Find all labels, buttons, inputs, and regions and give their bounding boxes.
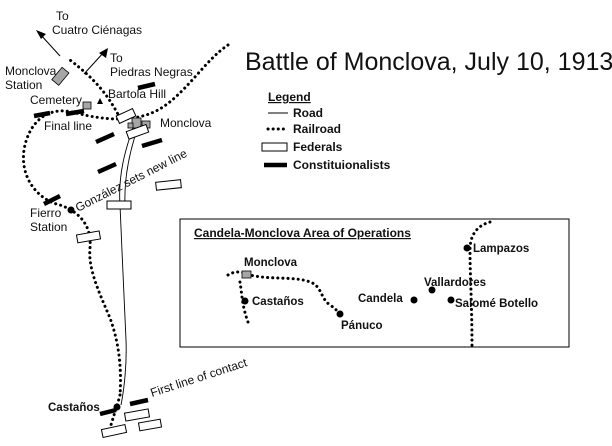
arrow-piedras-negras-line <box>83 51 105 75</box>
cemetery-icon <box>82 101 92 110</box>
federal-position-3 <box>106 200 132 210</box>
inset-vallardores-dot-icon <box>428 286 436 294</box>
label-first-line: First line of contact <box>149 355 250 400</box>
inset-lampazos-dot-icon <box>463 244 471 252</box>
legend-constitutionalists-label: Constituionalists <box>293 158 391 172</box>
legend-heading: Legend <box>268 90 311 104</box>
inset-panuco-label: Pánuco <box>341 320 383 332</box>
label-cemetery: Cemetery <box>30 93 82 107</box>
railroad-branch-castanos <box>106 393 122 438</box>
constitutionalist-line-fierro <box>42 193 62 207</box>
inset-monclova-label: Monclova <box>244 257 298 269</box>
railroad-branch-north <box>68 58 122 120</box>
inset-castanos-label: Castaños <box>252 296 304 308</box>
railroad-west-loop <box>21 43 230 397</box>
label-monclova-station-1: Monclova <box>5 64 57 78</box>
inset-railroad-castanos <box>238 280 250 324</box>
monclova-station-building-icon <box>51 66 70 86</box>
federal-position-1 <box>125 123 150 140</box>
constitutionalist-line-final-1 <box>33 110 51 119</box>
legend-federals-label: Federals <box>293 140 343 154</box>
label-monclova-station-2: Station <box>5 78 42 92</box>
inset-salome-botello-label: Salomé Botello <box>455 298 538 310</box>
constitutionalist-line-final-2 <box>65 108 85 117</box>
constitutionalist-line-north <box>137 81 156 91</box>
federal-position-6 <box>137 418 163 432</box>
inset-title: Candela-Monclova Area of Operations <box>194 226 411 240</box>
inset-monclova-icon <box>241 270 252 279</box>
map-title: Battle of Monclova, July 10, 1913 <box>245 48 612 76</box>
inset-candela-label: Candela <box>358 293 403 305</box>
label-to-cuatro-2: Cuatro Ciénagas <box>52 23 142 37</box>
inset-frame <box>179 218 570 348</box>
inset-area-of-operations: Candela-Monclova Area of Operations Monc… <box>179 218 570 349</box>
arrow-cuatro-cienagas-icon <box>36 30 46 39</box>
constitutionalist-line-castanos <box>99 407 117 417</box>
inset-vallardores-label: Vallardores <box>424 277 486 289</box>
label-to-piedras-2: Piedras Negras <box>110 65 193 79</box>
arrow-cuatro-cienagas-line <box>39 33 61 57</box>
label-bartola-hill: Bartola Hill <box>108 87 166 101</box>
label-fierro-station-1: Fierro <box>30 206 62 220</box>
fierro-station-dot-icon <box>67 206 75 214</box>
inset-castanos-dot-icon <box>241 297 249 305</box>
label-final-line: Final line <box>44 119 92 133</box>
federal-position-5 <box>123 408 151 422</box>
legend-federals-swatch <box>261 142 288 152</box>
federal-position-7 <box>100 423 128 439</box>
inset-salome-botello-dot-icon <box>447 296 455 304</box>
label-to-cuatro-1: To <box>56 9 69 23</box>
inset-railroad-east <box>468 220 492 349</box>
inset-lampazos-label: Lampazos <box>473 243 529 255</box>
federal-position-4 <box>75 230 102 244</box>
label-to-piedras-1: To <box>110 51 123 65</box>
constitutionalist-line-gonzalez <box>97 161 117 175</box>
label-monclova: Monclova <box>160 116 212 130</box>
federal-position-2 <box>155 179 182 191</box>
legend-road-label: Road <box>293 106 323 120</box>
bartola-hill-icon <box>97 98 103 104</box>
arrow-piedras-negras-icon <box>99 48 108 58</box>
label-fierro-station-2: Station <box>30 220 67 234</box>
constitutionalist-line-mid-1 <box>95 131 115 145</box>
legend-railroad-label: Railroad <box>293 122 341 136</box>
inset-candela-dot-icon <box>410 296 418 304</box>
constitutionalist-line-first-contact <box>129 397 149 407</box>
road-monclova-castanos <box>119 124 135 406</box>
inset-panuco-dot-icon <box>336 310 344 318</box>
label-castanos: Castaños <box>48 402 100 414</box>
legend: Legend Road Railroad Federals Constituio… <box>261 90 391 172</box>
constitutionalist-line-mid-2 <box>141 137 163 149</box>
